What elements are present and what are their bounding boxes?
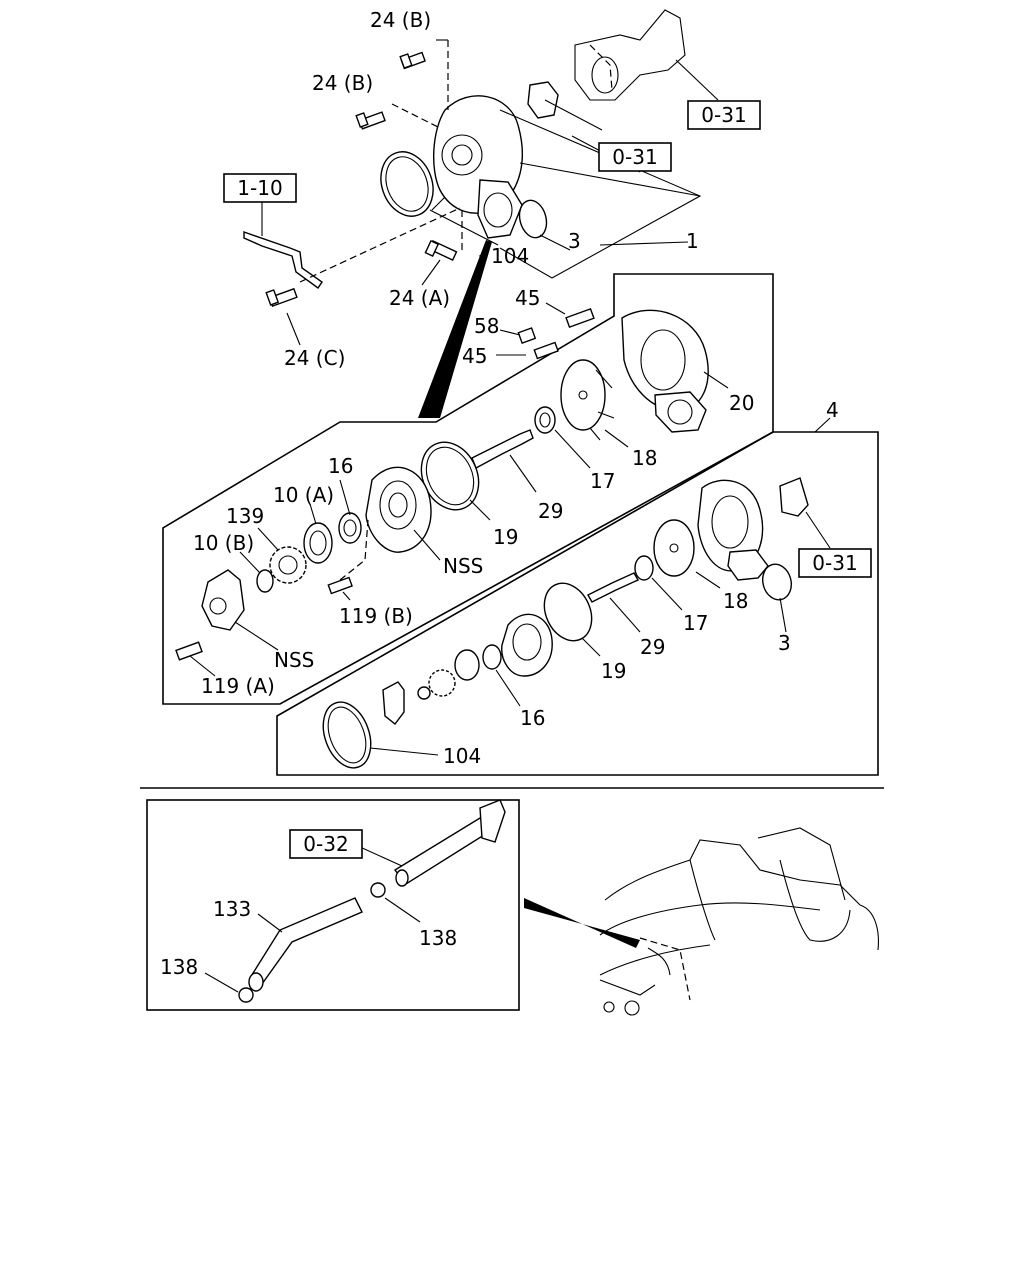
detail-parts [175, 302, 729, 677]
label-24a: 24 (A) [389, 286, 450, 310]
label-29-a: 29 [538, 499, 563, 523]
label-104-b: 104 [443, 744, 481, 768]
label-138-a: 138 [419, 926, 457, 950]
svg-text:1-10: 1-10 [237, 176, 282, 200]
label-19-b: 19 [601, 659, 626, 683]
bolt-24b-top [399, 51, 426, 70]
svg-text:0-31: 0-31 [812, 551, 857, 575]
label-18-b: 18 [723, 589, 748, 613]
label-3-b: 3 [778, 631, 791, 655]
ref-box-1-10: 1-10 [223, 173, 297, 203]
label-3-top: 3 [568, 229, 581, 253]
label-18-a: 18 [632, 446, 657, 470]
bolt-24b-mid [355, 111, 386, 130]
label-nss-b: NSS [274, 648, 314, 672]
kit-parts [322, 477, 831, 769]
label-nss-a: NSS [443, 554, 483, 578]
bolt-24a [424, 239, 458, 261]
ref-box-0-32: 0-32 [289, 829, 363, 859]
svg-text:0-32: 0-32 [303, 832, 348, 856]
label-19-a: 19 [493, 525, 518, 549]
label-1: 1 [686, 229, 699, 253]
label-58: 58 [474, 314, 499, 338]
ref-box-0-31-c: 0-31 [798, 548, 872, 578]
water-pump-assembly [243, 9, 686, 308]
label-16-a: 16 [328, 454, 353, 478]
label-17-b: 17 [683, 611, 708, 635]
kit-frame [276, 431, 879, 776]
label-138-b: 138 [160, 955, 198, 979]
bolt-24c [265, 287, 298, 308]
engine-sketch [524, 827, 879, 1016]
svg-text:0-31: 0-31 [701, 103, 746, 127]
label-104-top: 104 [491, 244, 529, 268]
label-119a: 119 (A) [201, 674, 275, 698]
label-133: 133 [213, 897, 251, 921]
label-20: 20 [729, 391, 754, 415]
callout-labels: 24 (B) 24 (B) 1 3 104 24 (A) 24 (C) 45 5… [160, 8, 839, 979]
label-119b: 119 (B) [339, 604, 413, 628]
label-139: 139 [226, 504, 264, 528]
label-10a: 10 (A) [273, 483, 334, 507]
label-24c: 24 (C) [284, 346, 345, 370]
label-24b-mid: 24 (B) [312, 71, 373, 95]
svg-text:0-31: 0-31 [612, 145, 657, 169]
label-4: 4 [826, 398, 839, 422]
ref-box-0-31-b: 0-31 [598, 142, 672, 172]
label-29-b: 29 [640, 635, 665, 659]
ref-box-0-31-a: 0-31 [687, 100, 761, 130]
hose-detail-frame [146, 799, 520, 1011]
label-24b-top: 24 (B) [370, 8, 431, 32]
label-45-a: 45 [515, 286, 540, 310]
label-16-b: 16 [520, 706, 545, 730]
detail-pointer [418, 240, 492, 418]
hose-parts [204, 799, 506, 1003]
label-10b: 10 (B) [193, 531, 254, 555]
label-17-a: 17 [590, 469, 615, 493]
detail-frame [162, 273, 774, 705]
label-45-b: 45 [462, 344, 487, 368]
